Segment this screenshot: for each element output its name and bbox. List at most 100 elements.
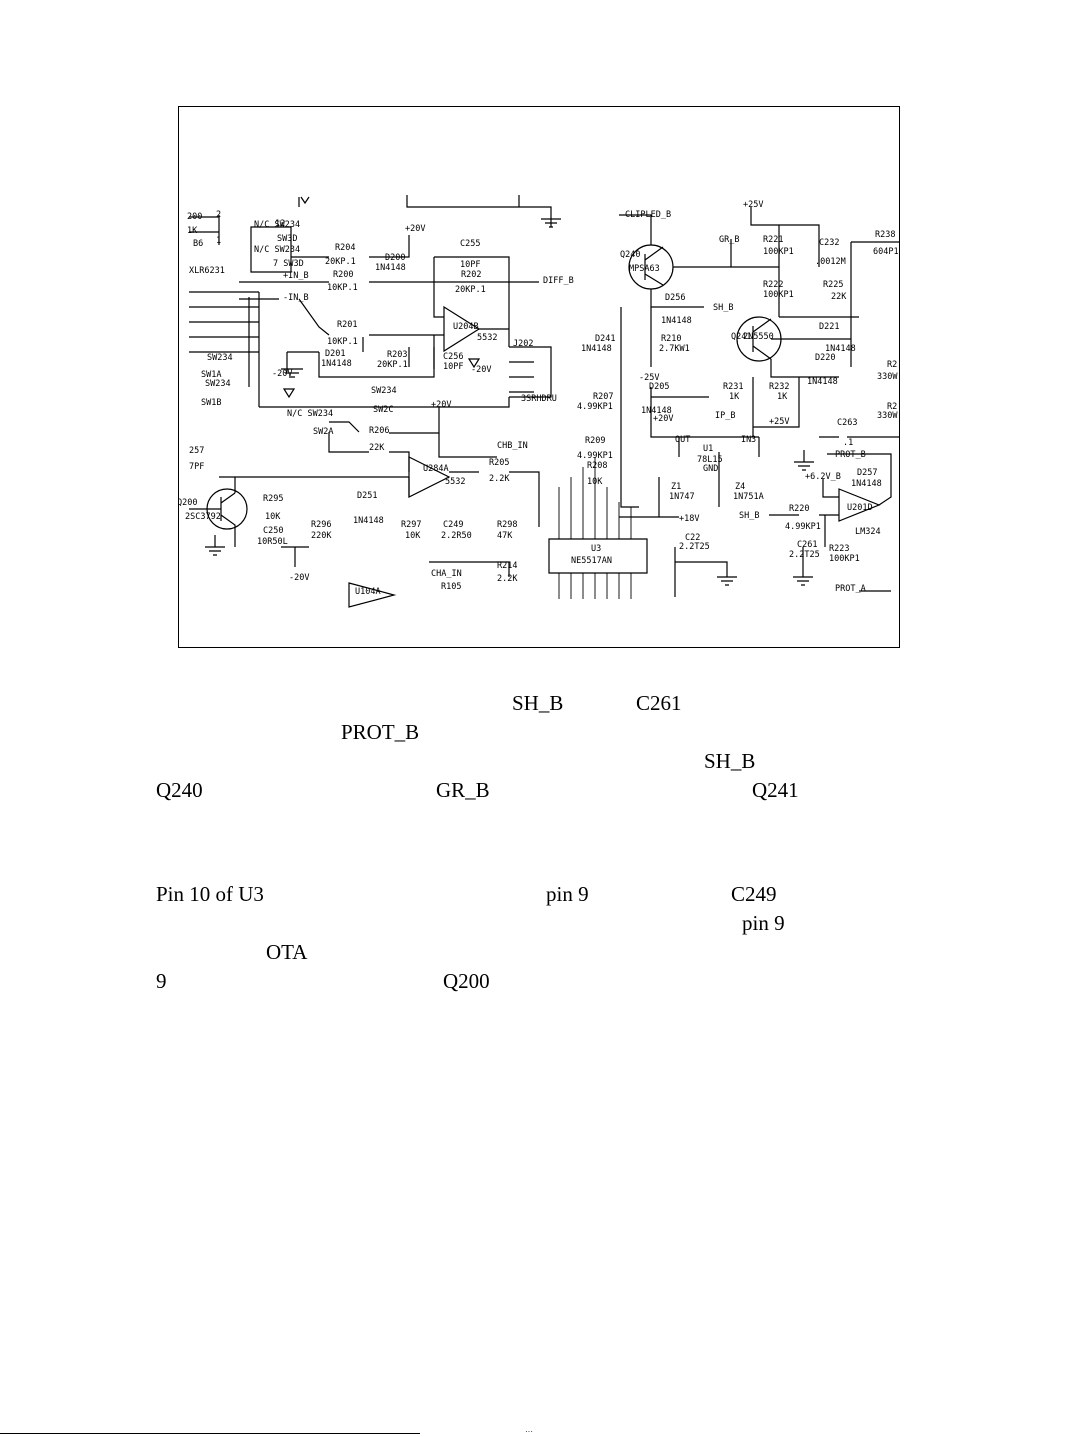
schematic-label: D220 [815, 353, 835, 363]
schematic-label: U1 [703, 444, 713, 454]
schematic-label: R231 [723, 382, 743, 392]
schematic-label: U3 [591, 544, 601, 554]
schematic-label: R206 [369, 426, 389, 436]
schematic-label: R209 [585, 436, 605, 446]
schematic-label: CHA_IN [431, 569, 462, 579]
schematic-label: SW2C [373, 405, 393, 415]
schematic-label: Q241 [731, 332, 751, 342]
schematic-label: NE5517AN [571, 556, 612, 566]
text-fragment: pin 9 [742, 911, 785, 935]
schematic-label: R296 [311, 520, 331, 530]
schematic-label: C249 [443, 520, 463, 530]
text-fragment: PROT_B [341, 720, 420, 744]
schematic-label: N/C SW234 [254, 245, 300, 255]
schematic-label: C256 [443, 352, 463, 362]
schematic-label: XLR6231 [189, 266, 225, 276]
schematic-label: SH_B [739, 511, 759, 521]
schematic-label: MPSA63 [629, 264, 660, 274]
schematic-label: D256 [665, 293, 685, 303]
schematic-label: R221 [763, 235, 783, 245]
schematic-label: R208 [587, 461, 607, 471]
schematic-label: 1N4148 [353, 516, 384, 526]
schematic-label: 100KP1 [829, 554, 860, 564]
schematic-label: 5532 [477, 333, 497, 343]
footer-rule [0, 1433, 420, 1434]
schematic-label: 22K [831, 292, 847, 302]
schematic-label: 1N751A [733, 492, 764, 502]
schematic-label: 1K [729, 392, 740, 402]
schematic-label: U201D [847, 503, 873, 513]
schematic-label: SW1A [201, 370, 221, 380]
text-fragment: Pin 10 of U3 [156, 882, 264, 906]
schematic-label: 330W [877, 372, 898, 382]
schematic-label: .1 [843, 438, 853, 448]
schematic-label: 1K [777, 392, 788, 402]
schematic-label: 220K [311, 531, 332, 541]
schematic-label: 3 [751, 435, 756, 445]
schematic-label: -25V [639, 373, 659, 383]
schematic-label: DIFF_B [543, 276, 574, 286]
schematic-label: R207 [593, 392, 613, 402]
schematic-label: 1N4148 [375, 263, 406, 273]
schematic-label: R205 [489, 458, 509, 468]
schematic-label: U204B [453, 322, 479, 332]
schematic-label: 10R50L [257, 537, 288, 547]
schematic-label: 5532 [445, 477, 465, 487]
schematic-label: SH_B [713, 303, 733, 313]
schematic-label: 2N5550 [743, 332, 774, 342]
schematic-label: C232 [819, 238, 839, 248]
text-fragment: Q200 [443, 969, 490, 993]
schematic-label: SW3D [277, 234, 297, 244]
schematic-label: 2.2T25 [789, 550, 820, 560]
schematic-label: D200 [385, 253, 405, 263]
schematic-label: R200 [333, 270, 353, 280]
schematic-label: -IN_B [283, 293, 309, 303]
schematic-label: 2.7KW1 [659, 344, 690, 354]
schematic-label: Z1 [671, 482, 681, 492]
schematic-label: GND [703, 464, 718, 474]
schematic-label: 2.2K [497, 574, 518, 584]
schematic-label: +20V [405, 224, 425, 234]
schematic-label: C22 [685, 533, 700, 543]
schematic-label: 1 [216, 236, 221, 246]
schematic-label: 20KP.1 [377, 360, 408, 370]
schematic-label: 10PF [460, 260, 480, 270]
schematic-label: R201 [337, 320, 357, 330]
schematic-label: +6.2V_B [805, 472, 841, 482]
schematic-label: 12 [275, 219, 285, 229]
schematic-label: 1N4148 [661, 316, 692, 326]
schematic-label: 1N4148 [581, 344, 612, 354]
schematic-label: 2.2R50 [441, 531, 472, 541]
schematic-label: 2 [216, 210, 221, 220]
schematic-label: D257 [857, 468, 877, 478]
schematic-label: R223 [829, 544, 849, 554]
schematic-label: R2 [887, 360, 897, 370]
schematic-label: SW234 [207, 353, 233, 363]
schematic-label: IP_B [715, 411, 735, 421]
text-fragment: C261 [636, 691, 682, 715]
schematic-label: C255 [460, 239, 480, 249]
text-fragment: 9 [156, 969, 167, 993]
schematic-label: D251 [357, 491, 377, 501]
schematic-label: +20V [653, 414, 673, 424]
schematic-label: +IN_B [283, 271, 309, 281]
schematic-label: 10K [587, 477, 603, 487]
schematic-label: D205 [649, 382, 669, 392]
schematic-label: 10K [265, 512, 281, 522]
schematic-label: R298 [497, 520, 517, 530]
schematic-label: IN [741, 435, 751, 445]
schematic-label: R2 [887, 402, 897, 412]
schematic-label: Z4 [735, 482, 745, 492]
schematic-label: 4.99KP1 [577, 402, 613, 412]
schematic-label: SW234 [371, 386, 397, 396]
schematic-label: SW1B [201, 398, 221, 408]
schematic-label: -20V [289, 573, 309, 583]
schematic-label: 20KP.1 [325, 257, 356, 267]
schematic-label: R222 [763, 280, 783, 290]
text-fragment: pin 9 [546, 882, 589, 906]
schematic-label: SW2A [313, 427, 333, 437]
schematic-label: U104A [355, 587, 381, 597]
schematic-label: R210 [661, 334, 681, 344]
schematic-label: 1N4148 [825, 344, 856, 354]
